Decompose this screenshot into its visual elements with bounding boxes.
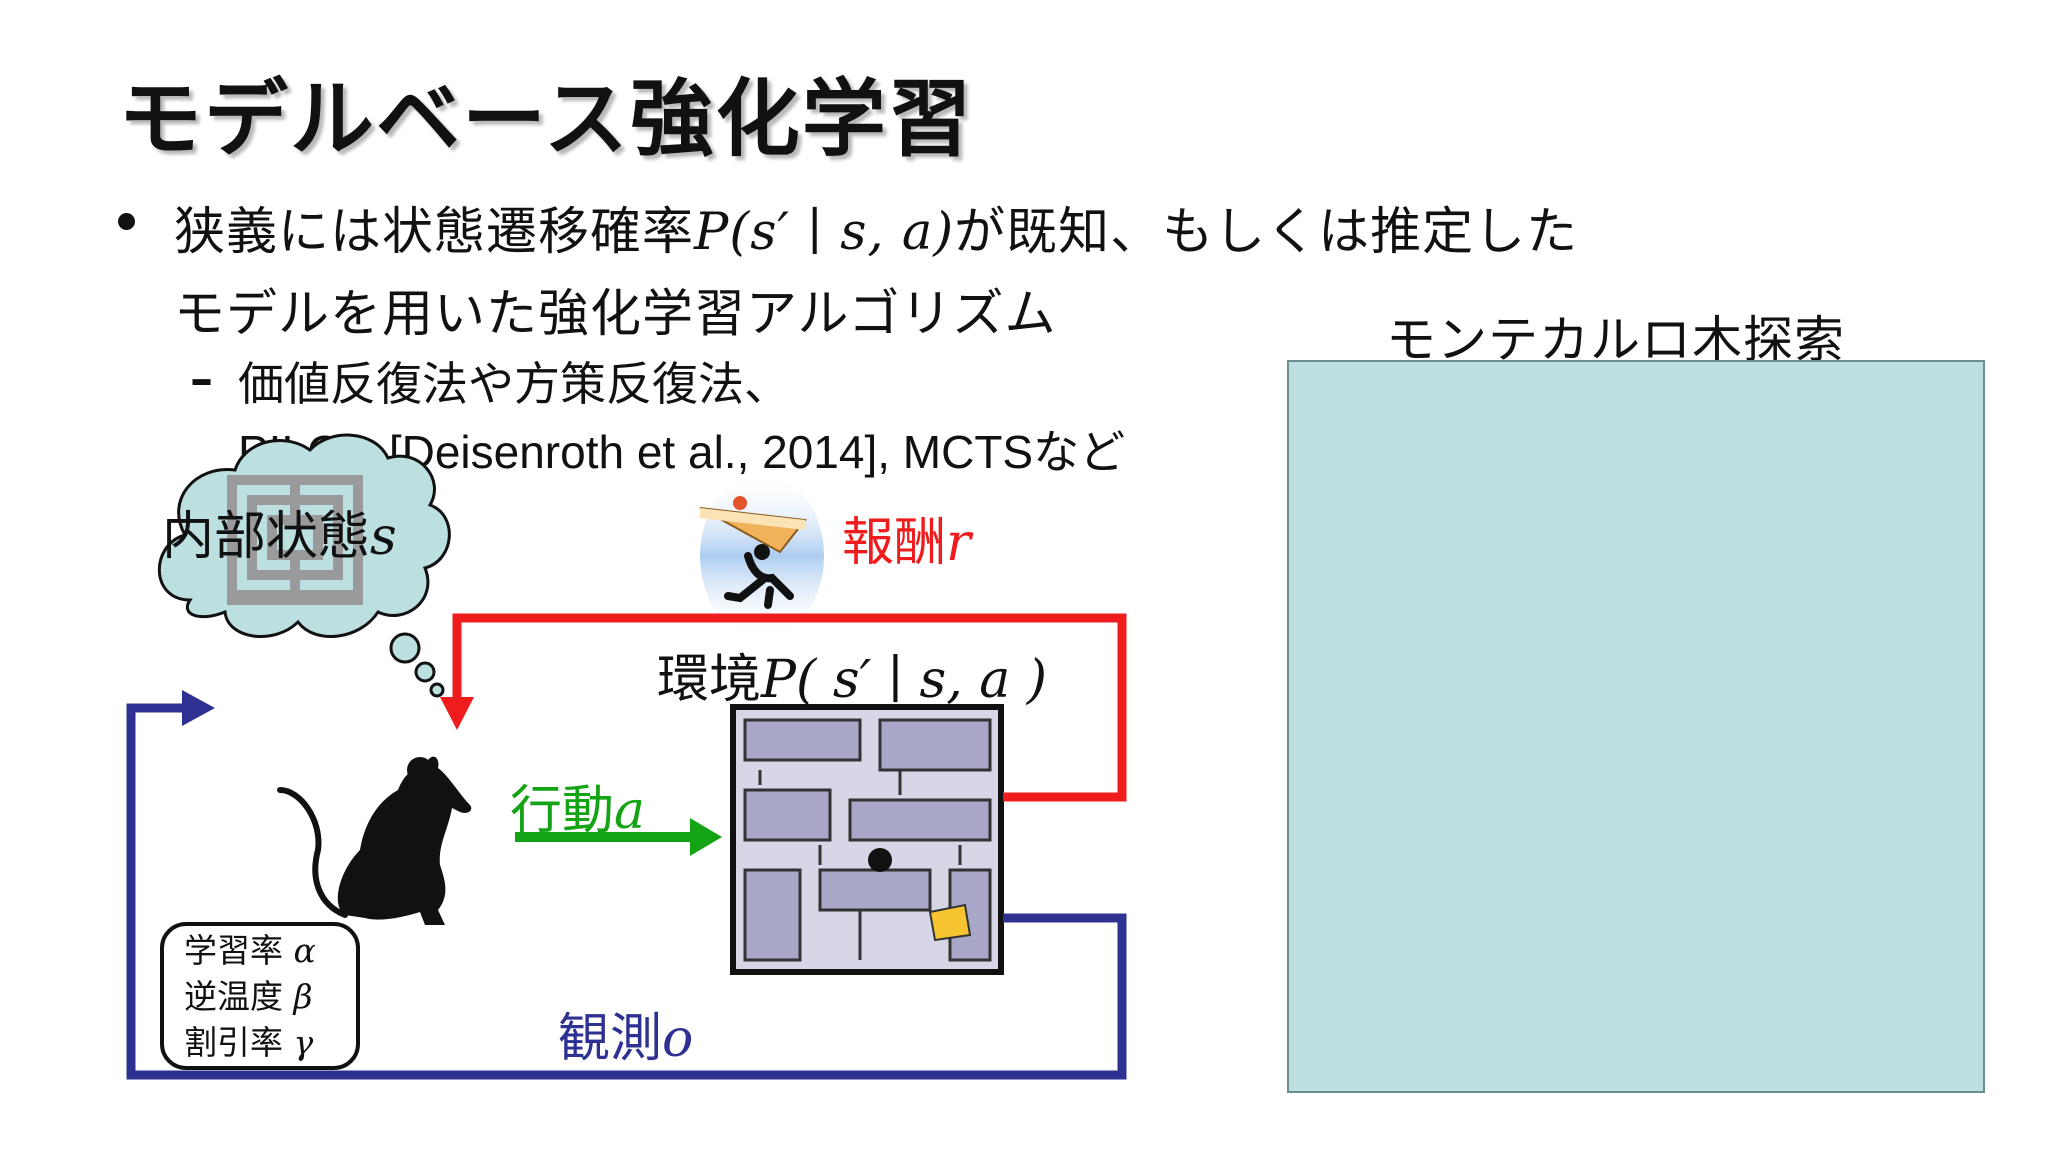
bullet-dot — [118, 213, 135, 230]
sub-bullet-line2-jp: など — [1033, 425, 1126, 479]
maze-icon — [227, 475, 363, 605]
observation-arrowhead — [182, 690, 215, 726]
maze-environment-image — [730, 704, 1004, 975]
main-bullet-line2: モデルを用いた強化学習アルゴリズム — [174, 285, 1057, 344]
reward-runner-icon — [699, 474, 824, 638]
main-bullet-line1: 狭義には状態遷移確率P(s′ ∣ s, a)が既知、もしくは推定した — [174, 192, 1814, 274]
reward-loop-line — [452, 613, 1127, 802]
param-row: 割引率 γ — [184, 1023, 314, 1062]
param-row: 逆温度 β — [184, 977, 313, 1016]
action-arrowhead — [690, 818, 722, 856]
bullet-line1-rest: が既知、もしくは推定した — [954, 203, 1579, 262]
reward-arrowhead — [440, 697, 474, 730]
agent-params-box: 学習率 α 逆温度 β 割引率 γ — [160, 922, 360, 1070]
sub-bullet-dash: – — [190, 352, 213, 406]
mcts-title: モンテカルロ木探索 — [1386, 311, 1845, 369]
action-label: 行動a — [510, 781, 646, 841]
bullet-line1-text: 狭義には状態遷移確率 — [174, 203, 695, 262]
slide-title: モデルベース強化学習 — [118, 70, 974, 168]
observation-loop-line — [126, 703, 1127, 1080]
environment-label: 環境P( s′ ∣ s, a ) — [657, 650, 1048, 710]
transition-prob-math: P(s′ ∣ s, a) — [694, 203, 955, 262]
reward-label: 報酬r — [842, 513, 971, 573]
mouse-icon — [277, 756, 472, 925]
internal-state-label: 内部状態s — [162, 507, 397, 567]
mcts-panel — [1287, 360, 1985, 1093]
sub-bullet-line1: 価値反復法や方策反復法、 — [238, 357, 790, 411]
observation-label: 観測o — [558, 1009, 694, 1069]
param-row: 学習率 α — [184, 931, 316, 970]
main-bullet: 狭義には状態遷移確率P(s′ ∣ s, a)が既知、もしくは推定した モデルを用… — [174, 192, 1814, 356]
